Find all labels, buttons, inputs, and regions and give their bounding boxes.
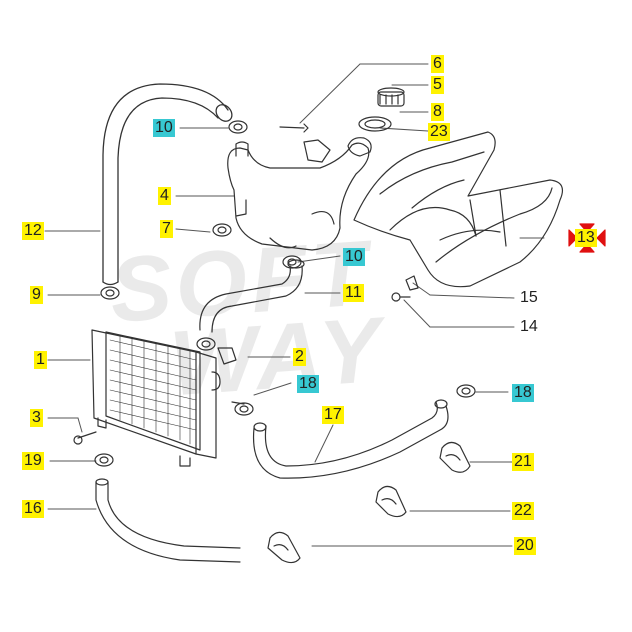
callout-3: 3	[30, 409, 43, 427]
filler-cap-parts	[279, 87, 405, 163]
middle-hose	[199, 259, 305, 333]
callout-10-top: 10	[153, 119, 175, 137]
leader-lines	[44, 63, 545, 547]
callout-18-left: 18	[297, 375, 319, 393]
callout-1: 1	[34, 351, 47, 369]
callout-17: 17	[322, 406, 344, 424]
callout-13: 13	[575, 229, 597, 247]
callout-18-right: 18	[512, 384, 534, 402]
callout-10-mid: 10	[343, 248, 365, 266]
callout-8: 8	[431, 103, 444, 121]
callout-16: 16	[22, 500, 44, 518]
callout-15: 15	[520, 289, 538, 306]
hose-brackets	[267, 441, 471, 564]
callout-20: 20	[514, 537, 536, 555]
small-fasteners	[391, 275, 419, 302]
red-marker	[568, 223, 606, 253]
callout-23: 23	[428, 123, 450, 141]
bolt	[73, 431, 97, 445]
callout-4: 4	[158, 187, 171, 205]
callout-2: 2	[293, 348, 306, 366]
callout-11: 11	[343, 284, 364, 302]
hose-clamps	[94, 120, 476, 467]
callout-7: 7	[160, 220, 173, 238]
radiator	[91, 329, 245, 467]
callout-6: 6	[431, 55, 444, 73]
upper-hose	[102, 83, 233, 286]
callout-22: 22	[512, 502, 534, 520]
callout-19: 19	[22, 452, 44, 470]
callout-12: 12	[22, 222, 44, 240]
callout-5: 5	[431, 76, 444, 94]
callout-14: 14	[520, 318, 538, 335]
expansion-tank	[227, 141, 370, 251]
lower-right-hose	[252, 399, 449, 479]
air-shroud	[353, 131, 563, 288]
lower-left-hose	[95, 478, 241, 563]
callout-9: 9	[30, 286, 43, 304]
callout-21: 21	[512, 453, 534, 471]
